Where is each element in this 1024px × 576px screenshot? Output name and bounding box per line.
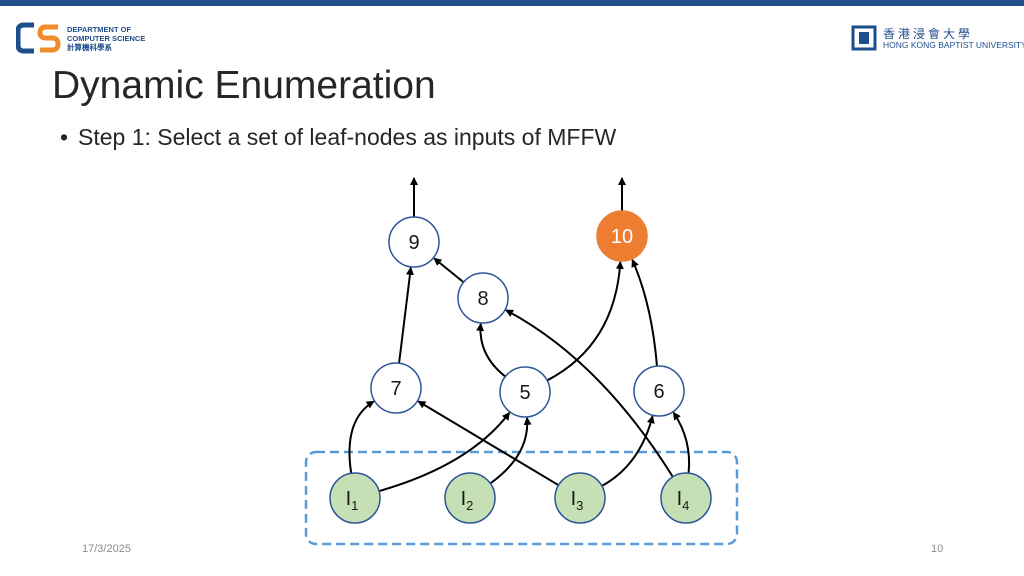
node-circle (370, 362, 422, 414)
page-number: 10 (931, 543, 944, 555)
node-circle (633, 365, 685, 417)
node-6: 6 (633, 365, 685, 417)
node-label: 8 (477, 288, 488, 310)
edge-i3-to-6 (601, 415, 655, 487)
department-logo: DEPARTMENT OF COMPUTER SCIENCE 計算機科學系 (16, 22, 166, 56)
footer-date: 17/3/2025 (82, 543, 131, 555)
edge-6-to-10 (631, 258, 658, 367)
university-name-chinese: 香港浸會大學 (883, 27, 974, 41)
node-circle (596, 210, 648, 262)
top-accent-bar (0, 0, 1024, 6)
edges-layer (348, 177, 691, 493)
edge-i1-to-5 (378, 411, 511, 493)
department-logo-text: DEPARTMENT OF COMPUTER SCIENCE 計算機科學系 (67, 25, 145, 52)
node-subscript: 1 (351, 498, 358, 513)
node-circle (388, 216, 440, 268)
node-9: 9 (388, 216, 440, 268)
node-circle (457, 272, 509, 324)
university-name-english: HONG KONG BAPTIST UNIVERSITY (883, 40, 1024, 50)
dept-line-2: COMPUTER SCIENCE (67, 34, 146, 43)
nodes-layer: 9 10 8 7 5 6I1 I2 I3 I4 (329, 210, 712, 524)
node-circle (660, 472, 712, 524)
edge-5-to-10 (546, 260, 624, 382)
slide-title: Dynamic Enumeration (52, 64, 436, 107)
edge-i3-to-7 (417, 400, 560, 487)
cs-logo-icon (16, 22, 61, 54)
node-i4: I4 (660, 472, 712, 524)
node-label: 10 (611, 226, 633, 248)
node-subscript: 3 (576, 498, 583, 513)
node-5: 5 (499, 366, 551, 418)
node-i1: I1 (329, 472, 381, 524)
dept-line-1: DEPARTMENT OF (67, 25, 132, 34)
node-circle (499, 366, 551, 418)
edge-5-to-8 (476, 322, 506, 378)
hkbu-crest-icon (851, 25, 877, 51)
node-subscript: 2 (466, 498, 473, 513)
dept-line-3: 計算機科學系 (67, 43, 112, 52)
node-7: 7 (370, 362, 422, 414)
edge-i2-to-5 (489, 416, 532, 485)
node-label: 5 (519, 382, 530, 404)
node-circle (329, 472, 381, 524)
node-8: 8 (457, 272, 509, 324)
node-label: 6 (653, 381, 664, 403)
leaf-selection-box (304, 450, 739, 546)
edge-i4-to-6 (672, 411, 691, 474)
bullet-dot-icon: • (60, 124, 69, 150)
bullet-point: • Step 1: Select a set of leaf-nodes as i… (60, 124, 616, 151)
edge-i4-to-8 (505, 309, 674, 478)
bullet-text: Step 1: Select a set of leaf-nodes as in… (78, 124, 617, 150)
edge-8-to-9 (433, 257, 465, 284)
node-subscript: 4 (682, 498, 689, 513)
node-i3: I3 (554, 472, 606, 524)
node-label: 7 (390, 378, 401, 400)
edge-7-to-9 (398, 266, 414, 364)
node-circle (554, 472, 606, 524)
node-10: 10 (596, 210, 648, 262)
node-label: 9 (408, 232, 419, 254)
university-logo: 香港浸會大學 HONG KONG BAPTIST UNIVERSITY (851, 24, 1024, 54)
node-i2: I2 (444, 472, 496, 524)
edge-i1-to-7 (348, 400, 375, 474)
node-circle (444, 472, 496, 524)
